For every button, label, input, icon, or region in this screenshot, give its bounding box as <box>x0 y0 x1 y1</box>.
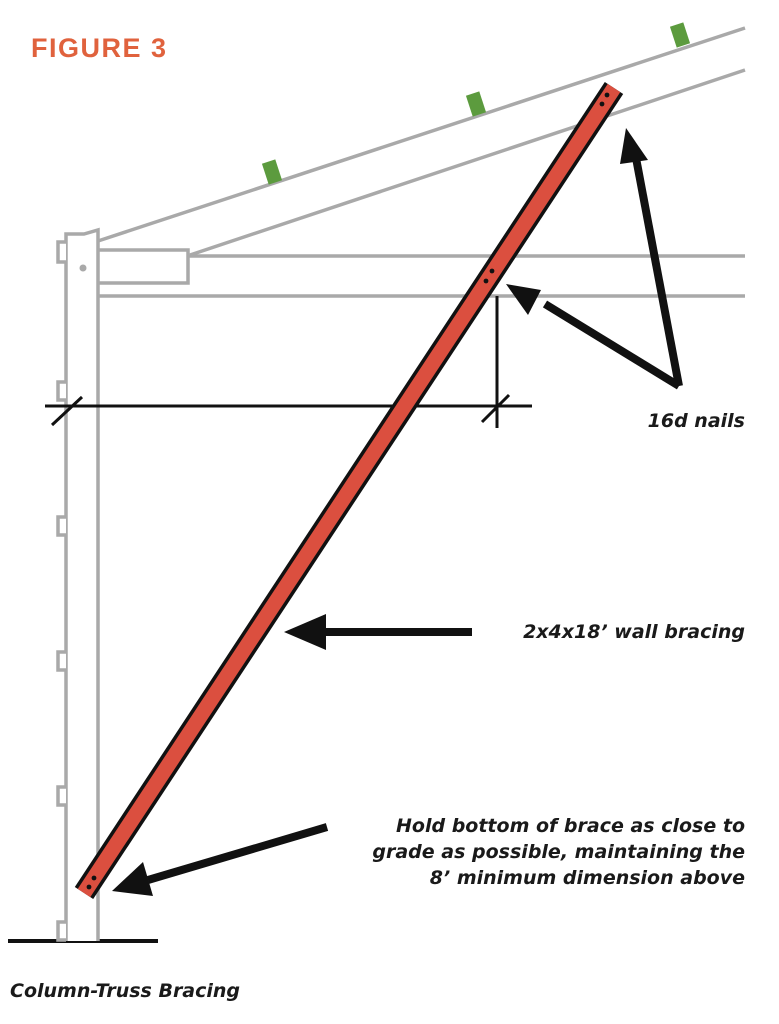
figure-title: FIGURE 3 <box>31 33 168 63</box>
truss-bottom-chord <box>98 248 745 298</box>
bottom-arrow-shaft <box>146 823 329 884</box>
column-bolt <box>79 264 87 272</box>
hold-bottom-line-3: 8’ minimum dimension above <box>429 867 745 889</box>
wall-bracing-label: 2x4x18’ wall bracing <box>523 621 745 643</box>
bottom-arrowhead <box>112 862 153 896</box>
nails-arrowhead-mid <box>506 284 541 315</box>
column <box>56 227 100 942</box>
truss-top-chord <box>97 26 746 257</box>
purlin-block <box>261 159 283 185</box>
nails-arrowhead-top <box>620 128 648 164</box>
nail-hole <box>91 875 97 881</box>
wall-brace <box>74 81 624 900</box>
hold-bottom-line-1: Hold bottom of brace as close to <box>396 815 745 837</box>
figure-caption: Column-Truss Bracing <box>10 980 241 1002</box>
nails-label: 16d nails <box>647 410 745 432</box>
dimension-line <box>45 296 532 428</box>
nail-hole <box>599 101 605 107</box>
purlin-blocks <box>261 22 691 185</box>
nail-hole <box>489 268 495 274</box>
nail-hole <box>86 884 92 890</box>
hold-bottom-note: Hold bottom of brace as close to grade a… <box>372 813 745 891</box>
purlin-block <box>669 22 691 48</box>
nails-arrows <box>542 157 683 390</box>
nail-hole <box>604 92 610 98</box>
nail-hole <box>483 278 489 284</box>
hold-bottom-line-2: grade as possible, maintaining the <box>372 841 745 863</box>
bracing-arrowhead <box>284 614 326 650</box>
purlin-block <box>465 91 487 117</box>
